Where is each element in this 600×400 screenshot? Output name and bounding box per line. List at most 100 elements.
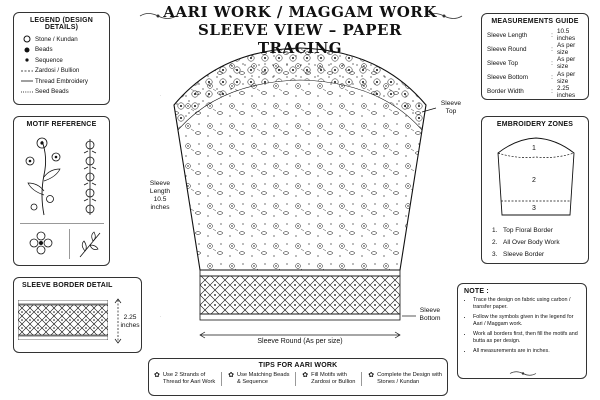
zone-number-3: 3 xyxy=(532,205,536,212)
embroidery-zones-panel: EMBROIDERY ZONES 1 2 3 1.Top Floral Bord… xyxy=(481,116,589,264)
motif-divider xyxy=(20,223,104,224)
tip-divider xyxy=(221,372,223,386)
zone-number-2: 2 xyxy=(532,177,536,184)
motif-reference-panel: MOTIF REFERENCE xyxy=(13,116,110,266)
legend-item: Beads xyxy=(19,45,104,56)
legend-label: Stone / Kundan xyxy=(35,35,78,43)
motif-border-strip-icon xyxy=(83,139,97,215)
legend-item: Stone / Kundan xyxy=(19,34,104,45)
flower-bullet-icon: ✿ xyxy=(228,372,234,379)
zone-item: 3.Sleeve Border xyxy=(492,251,545,258)
sleeve-bottom-label: Sleeve Bottom xyxy=(415,307,445,323)
legend-item: Sequence xyxy=(19,55,104,66)
sleeve-top-label: Sleeve Top xyxy=(438,100,464,116)
legend-title: LEGEND (DESIGN DETAILS) xyxy=(29,17,94,31)
note-item: Follow the symbols given in the legend f… xyxy=(473,314,580,328)
filled-dot-icon xyxy=(19,46,35,54)
sleeve-bottom-label-2: Bottom xyxy=(419,315,441,322)
flower-bullet-icon: ✿ xyxy=(154,372,160,379)
sleeve-round-label: Sleeve Round (As per size) xyxy=(215,338,385,346)
top-floral-band xyxy=(174,48,426,131)
title-line-1: AARI WORK / MAGGAM WORK xyxy=(163,3,437,21)
sleeve-border-band xyxy=(199,269,401,277)
header-ornament-right xyxy=(424,8,464,26)
tips-title: TIPS FOR AARI WORK xyxy=(258,362,338,369)
note-title: NOTE : xyxy=(464,288,489,295)
measurements-title: MEASUREMENTS GUIDE xyxy=(491,18,579,25)
sleeve-top-label-2: Top xyxy=(445,108,457,115)
dotted-line-icon xyxy=(19,90,35,94)
measurement-row: Sleeve Length:10.5 inches xyxy=(487,28,583,42)
sleeve-border-pattern xyxy=(199,275,401,315)
note-item: Work all borders first, then fill the mo… xyxy=(473,331,580,345)
measurement-row: Sleeve Bottom:As per size xyxy=(487,71,583,85)
sleeve-border-detail-title: SLEEVE BORDER DETAIL xyxy=(22,282,113,289)
note-panel: NOTE : Trace the design on fabric using … xyxy=(457,283,587,379)
measurement-value: As per size xyxy=(557,56,576,71)
measurement-value: As per size xyxy=(557,42,576,57)
motif-reference-title: MOTIF REFERENCE xyxy=(26,121,97,128)
tip-item: ✿Use Matching Beads& Sequence xyxy=(228,372,290,385)
measurement-row: Sleeve Round:As per size xyxy=(487,42,583,56)
sleeve-length-label-2: Length xyxy=(149,188,171,195)
legend-item: Seed Beads xyxy=(19,87,104,98)
zone-item: 2.All Over Body Work xyxy=(492,239,560,246)
measurement-key: Sleeve Bottom xyxy=(487,74,528,82)
solid-line-icon xyxy=(19,79,35,83)
sleeve-border-detail-panel: SLEEVE BORDER DETAIL 2.25 inches xyxy=(13,277,142,353)
zone-number-1: 1 xyxy=(532,145,536,152)
circle-outline-icon xyxy=(19,35,35,43)
border-height-value: 2.25 xyxy=(123,314,137,321)
measurements-panel: MEASUREMENTS GUIDE Sleeve Length:10.5 in… xyxy=(481,13,589,100)
measurement-row: Border Width:2.25 inches xyxy=(487,85,583,99)
legend-label: Thread Embroidery xyxy=(35,77,88,85)
motif-flower-icon xyxy=(29,231,53,255)
tip-divider xyxy=(361,372,363,386)
measurement-key: Sleeve Round xyxy=(487,45,527,53)
legend-label: Zardosi / Bullion xyxy=(35,67,80,75)
measurement-value: 2.25 inches xyxy=(557,84,576,99)
measurement-key: Border Width xyxy=(487,88,524,96)
sleeve-length-label: Sleeve Length 10.5 inches xyxy=(144,180,176,212)
legend-label: Seed Beads xyxy=(35,88,69,96)
sleeve-border-edge xyxy=(199,313,401,321)
note-ornament xyxy=(509,371,537,376)
legend-label: Beads xyxy=(35,46,53,54)
sleeve-top-label-1: Sleeve xyxy=(440,100,462,107)
zone-item: 1.Top Floral Border xyxy=(492,227,553,234)
measurement-value: As per size xyxy=(557,70,576,85)
zones-list: 1.Top Floral Border 2.All Over Body Work… xyxy=(492,225,560,261)
flower-bullet-icon: ✿ xyxy=(302,372,309,379)
note-item: Trace the design on fabric using carbon … xyxy=(473,297,580,311)
legend-label: Sequence xyxy=(35,56,63,64)
embroidery-zones-title: EMBROIDERY ZONES xyxy=(496,121,574,128)
border-height-unit: inches xyxy=(120,322,140,329)
note-item: All measurements are in inches. xyxy=(473,348,580,355)
measurement-key: Sleeve Top xyxy=(487,59,519,67)
measurement-value: 10.5 inches xyxy=(557,28,576,43)
border-height-arrow xyxy=(114,298,122,344)
note-list: Trace the design on fabric using carbon … xyxy=(464,297,580,355)
sleeve-length-label-1: Sleeve xyxy=(149,180,171,187)
sleeve-length-unit: inches xyxy=(150,204,170,211)
sleeve-bottom-label-1: Sleeve xyxy=(419,307,441,314)
legend-item: Thread Embroidery xyxy=(19,76,104,87)
dashed-line-icon xyxy=(19,69,35,73)
legend-panel: LEGEND (DESIGN DETAILS) Stone / Kundan B… xyxy=(13,12,110,105)
sleeve-length-value: 10.5 xyxy=(153,196,167,203)
motif-leaf-sprig-icon xyxy=(79,231,101,258)
measurement-key: Sleeve Length xyxy=(487,31,528,39)
measurement-row: Sleeve Top:As per size xyxy=(487,56,583,70)
border-pattern-swatch xyxy=(18,300,108,340)
motif-divider-vertical xyxy=(69,229,70,259)
tip-divider xyxy=(295,372,297,386)
zones-diagram xyxy=(497,137,575,216)
sleeve-top-pointer xyxy=(421,107,437,113)
header-ornament-left xyxy=(138,8,178,26)
motif-vine-icon xyxy=(25,137,61,216)
